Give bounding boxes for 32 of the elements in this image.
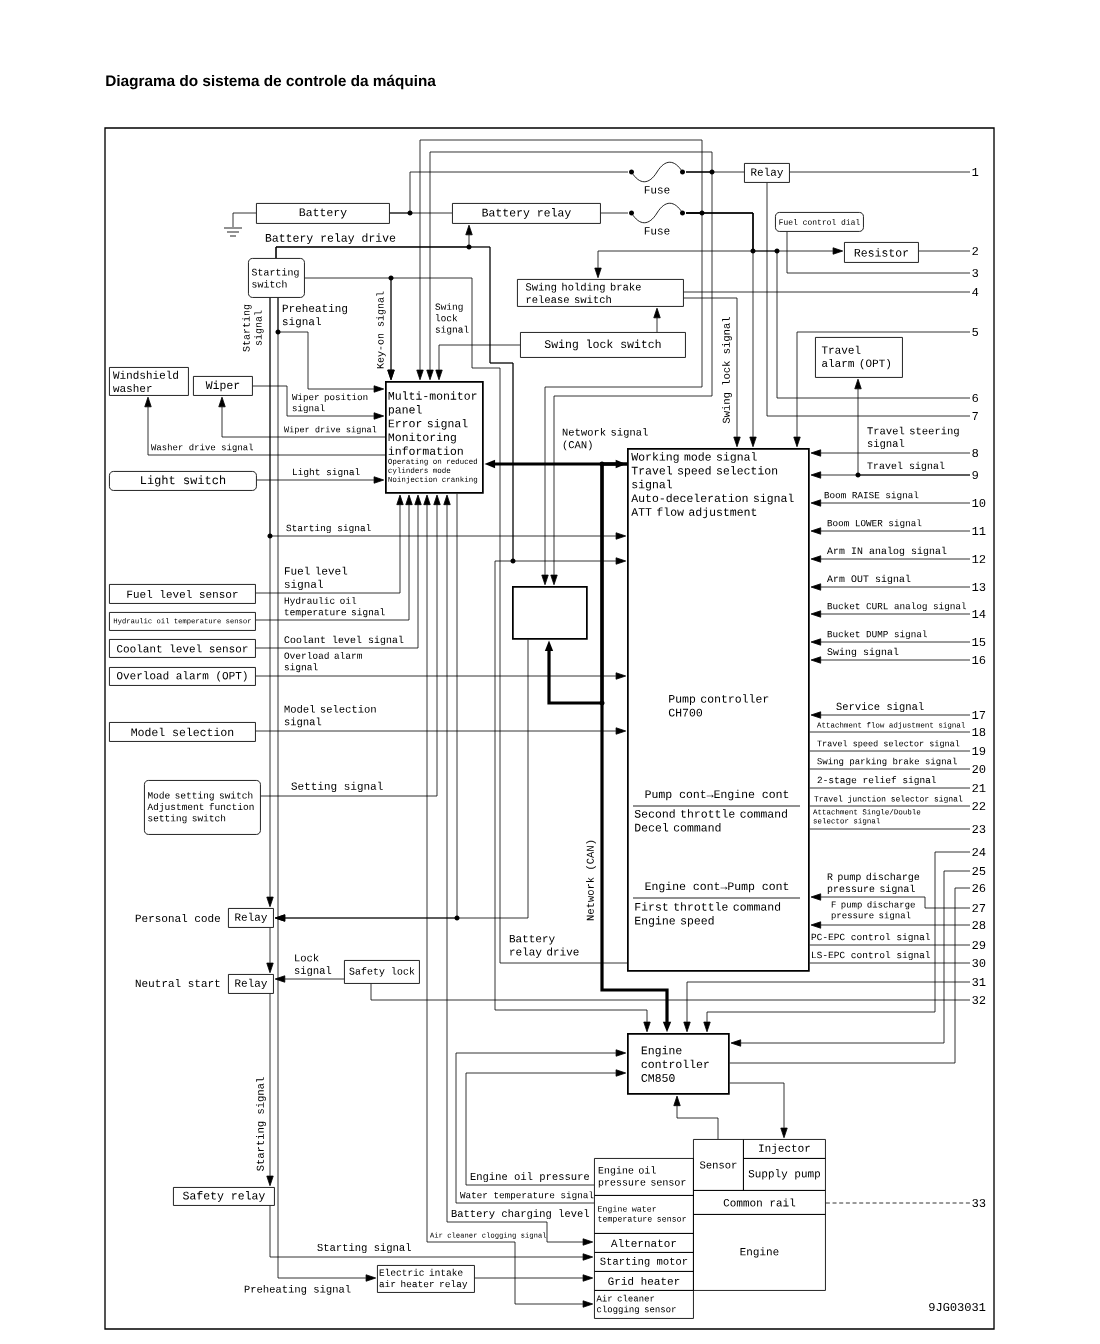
edge-label: Swing signal: [827, 647, 899, 658]
edge-label: Battery relay drive: [265, 233, 396, 245]
edge-label: Travel junction selector signal: [814, 795, 963, 804]
edge-label: R pump discharge pressure signal: [827, 872, 920, 895]
edge-label: Battery charging level: [451, 1209, 590, 1220]
edge-label: Water temperature signal: [459, 1191, 594, 1201]
edge-label: LS-EPC control signal: [812, 951, 931, 961]
edge-label: Swing parking brake signal: [817, 757, 957, 767]
edge-label: Service signal: [836, 702, 924, 713]
edge-label: 2-stage relief signal: [817, 776, 937, 786]
edge-label: Bucket DUMP signal: [827, 630, 927, 640]
side-label: Neutral start: [135, 978, 220, 988]
edge-label: Bucket CURL analog signal: [827, 602, 966, 612]
edge-label: PC-EPC control signal: [811, 933, 931, 943]
title: Diagrama do sistema de controle da máquina: [106, 74, 436, 90]
edge-label: Swing lock signal: [722, 317, 732, 424]
edge-label: Travel speed selector signal: [817, 740, 960, 749]
edge-label: Preheating signal: [244, 1284, 351, 1295]
side-label: Personal code: [135, 913, 220, 923]
edge-label: Starting signal: [317, 1243, 411, 1254]
edge-label: Arm IN analog signal: [826, 546, 947, 557]
edge-label: Washer drive signal: [150, 443, 254, 453]
edge-label: Boom LOWER signal: [827, 519, 922, 529]
edge-label: Engine oil pressure: [470, 1172, 589, 1183]
edge-label: Travel steering signal: [867, 426, 959, 450]
edge-label: Travel signal: [867, 461, 945, 472]
figure-code: 9JG03031: [929, 1302, 986, 1312]
edge-label: Arm OUT signal: [826, 574, 911, 585]
edge-label: Boom RAISE signal: [824, 491, 919, 501]
edge-label: Starting signal: [242, 304, 264, 352]
edge-label: Starting signal: [256, 1077, 266, 1171]
edge-label: F pump discharge pressure signal: [831, 900, 915, 921]
